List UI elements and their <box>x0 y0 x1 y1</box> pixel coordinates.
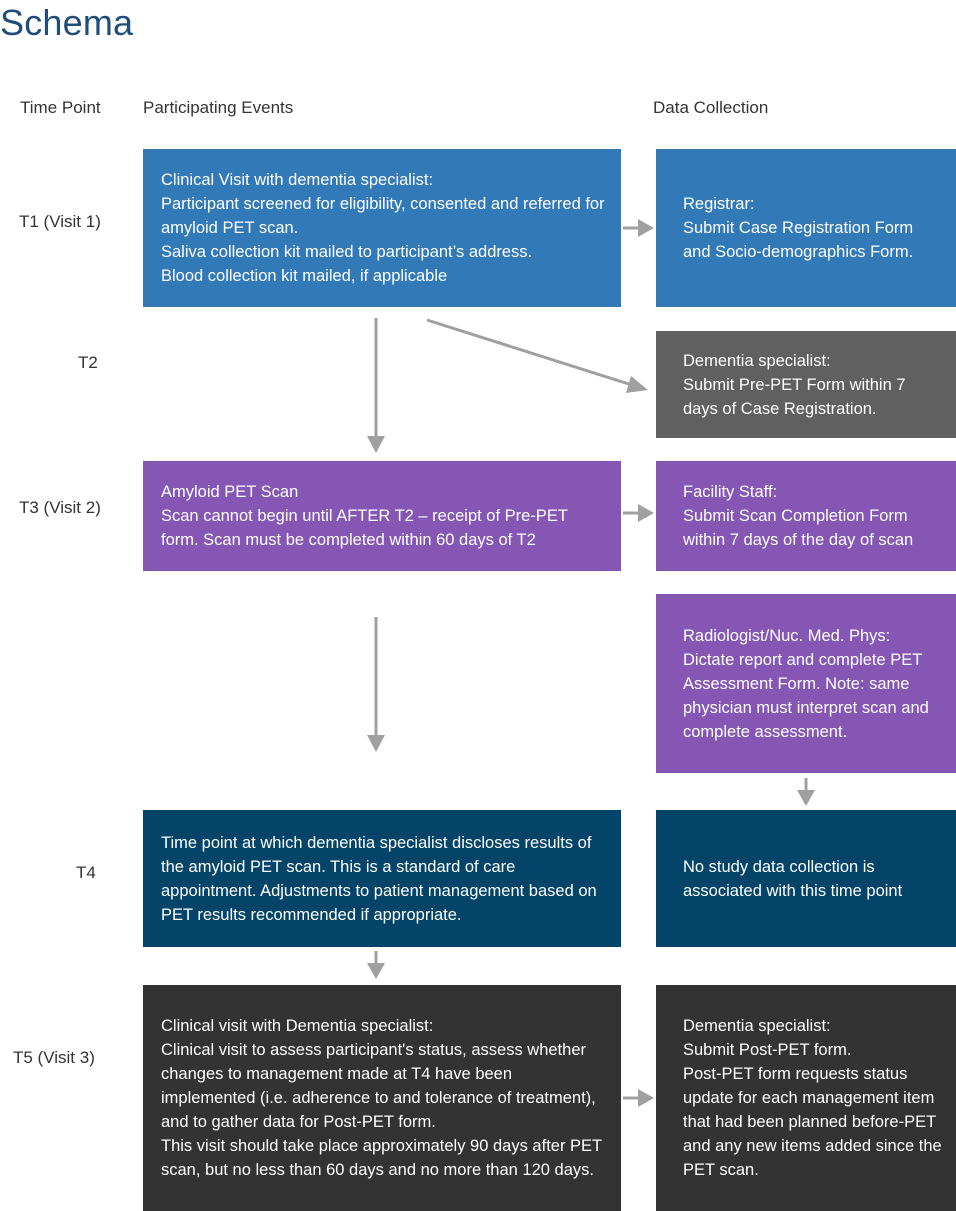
arrow-t3-to-scan-completion <box>623 504 654 522</box>
event-box-t1: Clinical Visit with dementia specialist:… <box>143 149 621 307</box>
data-t1-line: Registrar: <box>683 195 755 213</box>
data-t2-line: Submit Pre-PET Form within 7 days of Cas… <box>683 375 911 418</box>
data-t5-line: Submit Post-PET form. <box>683 1041 852 1059</box>
data-t1-line: Submit Case Registration Form and Socio-… <box>683 219 918 261</box>
time-point-t5: T5 (Visit 3) <box>13 1048 95 1067</box>
arrow-t3-to-t4 <box>367 617 385 752</box>
time-point-t2: T2 <box>78 353 98 372</box>
event-t4-line: Time point at which dementia specialist … <box>161 833 602 924</box>
event-t1-line: Saliva collection kit mailed to particip… <box>161 243 533 261</box>
arrow-t1-to-registrar <box>623 219 654 237</box>
data-t3-line: Facility Staff: <box>683 483 778 501</box>
data-box-t2: Dementia specialist: Submit Pre-PET Form… <box>656 331 956 438</box>
data-box-t1: Registrar: Submit Case Registration Form… <box>656 149 956 307</box>
time-point-t3: T3 (Visit 2) <box>19 498 101 517</box>
data-t5-line: Post-PET form requests status update for… <box>683 1065 947 1179</box>
event-t5-line: Clinical visit to assess participant's s… <box>161 1041 601 1131</box>
data-t3b-line: Dictate report and complete PET Assessme… <box>683 650 934 741</box>
event-t3-line: Amyloid PET Scan <box>161 483 299 501</box>
data-t5-line: Dementia specialist: <box>683 1017 831 1035</box>
arrow-t1-to-t3 <box>367 318 385 453</box>
data-box-t3: Facility Staff: Submit Scan Completion F… <box>656 461 956 571</box>
arrow-t1-to-pre-pet <box>426 318 648 393</box>
event-box-t5: Clinical visit with Dementia specialist:… <box>143 985 621 1211</box>
data-box-t4: No study data collection is associated w… <box>656 810 956 947</box>
data-t4-line: No study data collection is associated w… <box>683 857 903 900</box>
event-box-t3: Amyloid PET Scan Scan cannot begin until… <box>143 461 621 571</box>
time-point-t1: T1 (Visit 1) <box>19 212 101 231</box>
event-t3-line: Scan cannot begin until AFTER T2 – recei… <box>161 507 573 549</box>
arrow-t5-to-post-pet <box>623 1089 654 1107</box>
page-title: Schema <box>0 2 134 43</box>
event-box-t4: Time point at which dementia specialist … <box>143 810 621 947</box>
header-time-point: Time Point <box>20 98 101 117</box>
header-data-collection: Data Collection <box>653 98 769 117</box>
arrow-t4-to-t5 <box>367 951 385 979</box>
data-box-t3-assessment: Radiologist/Nuc. Med. Phys: Dictate repo… <box>656 594 956 773</box>
event-t1-line: Clinical Visit with dementia specialist: <box>161 171 434 189</box>
event-t5-line: Clinical visit with Dementia specialist: <box>161 1017 434 1035</box>
data-t3b-line: Radiologist/Nuc. Med. Phys: <box>683 626 891 645</box>
event-t1-line: Blood collection kit mailed, if applicab… <box>161 267 448 285</box>
data-box-t5: Dementia specialist: Submit Post-PET for… <box>656 985 956 1211</box>
data-t2-line: Dementia specialist: <box>683 351 831 370</box>
time-point-t4: T4 <box>76 863 96 882</box>
header-participating-events: Participating Events <box>143 98 294 117</box>
event-t5-line: This visit should take place approximate… <box>161 1137 607 1179</box>
data-t3-line: Submit Scan Completion Form within 7 day… <box>683 507 914 549</box>
event-t1-line: Participant screened for eligibility, co… <box>161 195 610 237</box>
arrow-assessment-to-t4-data <box>797 778 815 806</box>
